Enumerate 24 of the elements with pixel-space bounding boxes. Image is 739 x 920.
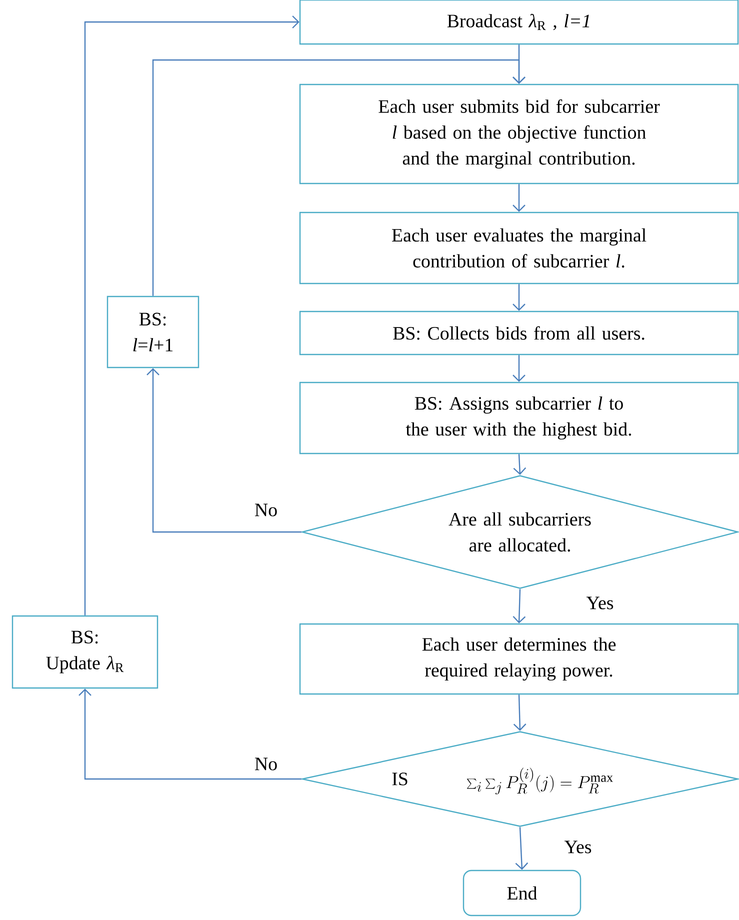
process-box: BS: l=l+1 — [106, 296, 200, 368]
process-box: Each user determines the required relaying power. — [299, 623, 739, 695]
arrow — [84, 16, 300, 616]
arrow — [512, 184, 526, 212]
arrow — [146, 368, 302, 533]
edge-label: No — [253, 756, 279, 772]
edge-label: Yes — [563, 840, 593, 854]
edge-label: No — [253, 502, 279, 518]
terminal-box: End — [462, 870, 582, 916]
process-box: BS: Assigns subcarrier l to the user with the highest bid. — [299, 382, 739, 454]
arrow — [513, 454, 526, 475]
process-box: BS: Collects bids from all users. — [299, 310, 739, 356]
process-box: Each user evaluates the marginal contribution of subcarrier l. — [299, 212, 739, 284]
arrow — [512, 284, 526, 311]
process-box: BS: Update λ$_{R}$ — [12, 615, 158, 689]
arrow — [152, 59, 526, 296]
arrow — [512, 355, 526, 382]
arrow — [78, 688, 302, 780]
arrow — [515, 827, 528, 870]
arrow — [513, 694, 526, 731]
edge-label: Yes — [585, 596, 615, 610]
process-box: Broadcast λ$_{R}$ , l=1 — [299, 0, 739, 45]
arrow — [512, 589, 526, 624]
process-box: Each user submits bid for subcarrier l based on the objective function and the marginal contribution. — [299, 84, 739, 184]
